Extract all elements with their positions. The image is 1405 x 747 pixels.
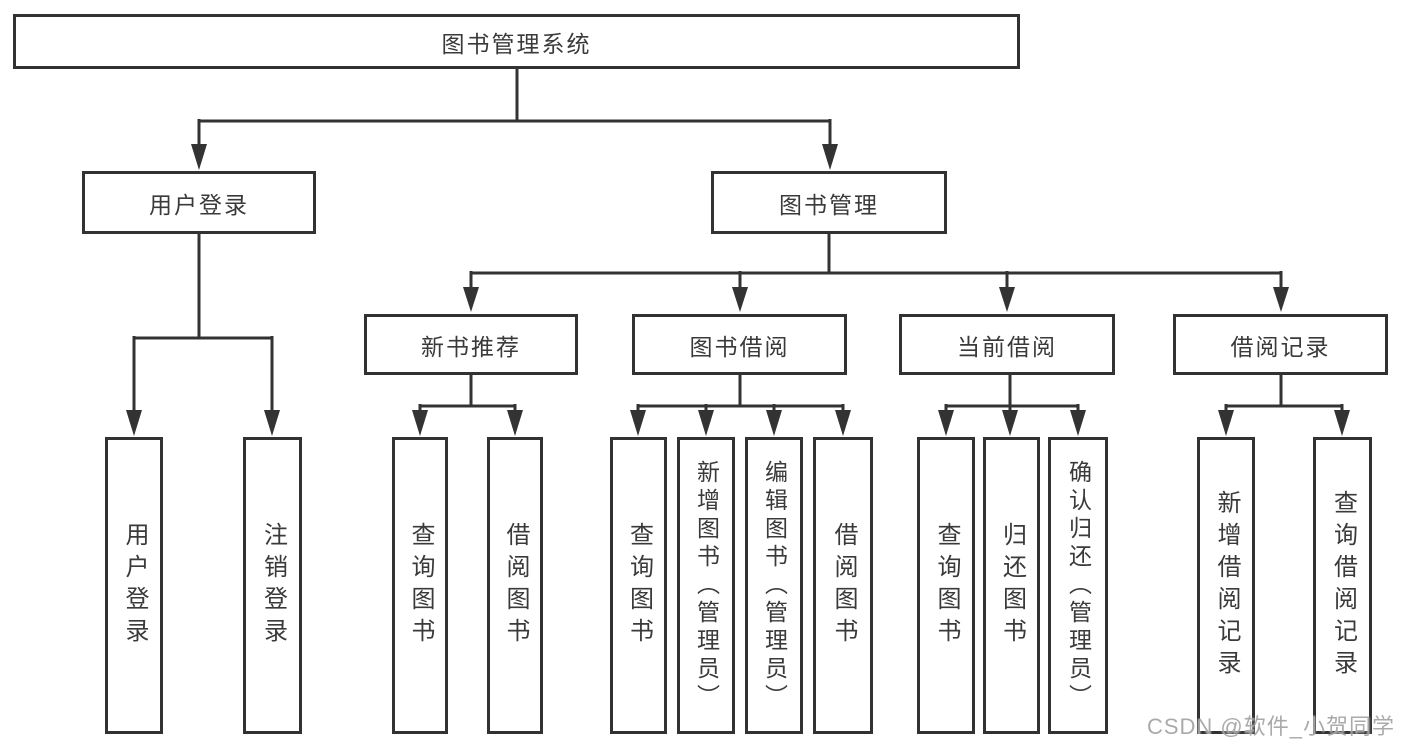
connector-currentborrow-to-leaves xyxy=(938,375,1086,436)
leaf-borrow-edit-books-admin-label: 编辑图书（管理员） xyxy=(761,459,788,712)
csdn-watermark: CSDN @软件_小贺同学 xyxy=(1146,714,1395,739)
node-borrow-records: 借阅记录 xyxy=(1173,314,1388,375)
node-new-book-recommend: 新书推荐 xyxy=(364,314,578,375)
node-book-management: 图书管理 xyxy=(711,171,947,234)
leaf-current-query-books-label: 查询图书 xyxy=(933,521,960,650)
arrow-head xyxy=(1070,410,1086,436)
arrow-head xyxy=(630,410,646,436)
leaf-current-query-books: 查询图书 xyxy=(917,437,975,734)
connector-userlogin-to-leaves xyxy=(126,234,280,436)
leaf-logout-login-label: 注销登录 xyxy=(259,521,287,650)
leaf-borrow-query-books-label: 查询图书 xyxy=(625,521,653,650)
leaf-current-confirm-return-admin: 确认归还（管理员） xyxy=(1048,437,1108,734)
connector-bookmgmt-to-level3 xyxy=(463,234,1289,312)
leaf-user-login: 用户登录 xyxy=(105,437,163,734)
connector-root-to-level2 xyxy=(191,69,838,170)
leaf-logout-login: 注销登录 xyxy=(243,437,302,734)
connector-bookborrow-to-leaves xyxy=(630,375,851,436)
leaf-newbook-borrow-books-label: 借阅图书 xyxy=(502,521,529,650)
arrow-head xyxy=(766,410,782,436)
arrow-head xyxy=(822,144,838,170)
node-user-login-label: 用户登录 xyxy=(149,191,249,218)
arrow-head xyxy=(732,287,748,312)
arrow-head xyxy=(412,410,428,436)
node-borrow-records-label: 借阅记录 xyxy=(1230,333,1331,360)
arrow-head xyxy=(698,410,714,436)
arrow-head xyxy=(126,410,142,436)
connector-borrowrecords-to-leaves xyxy=(1218,375,1350,436)
node-current-borrow: 当前借阅 xyxy=(899,314,1115,375)
arrow-head xyxy=(835,410,851,436)
node-current-borrow-label: 当前借阅 xyxy=(957,333,1057,360)
leaf-borrow-query-books: 查询图书 xyxy=(610,437,667,734)
leaf-current-confirm-return-admin-label: 确认归还（管理员） xyxy=(1065,459,1092,712)
leaf-borrow-borrow-books: 借阅图书 xyxy=(813,437,873,734)
node-root: 图书管理系统 xyxy=(13,14,1020,69)
node-user-login: 用户登录 xyxy=(82,171,316,234)
arrow-head xyxy=(938,410,954,436)
leaf-borrow-borrow-books-label: 借阅图书 xyxy=(830,521,857,650)
leaf-current-return-books-label: 归还图书 xyxy=(998,521,1026,650)
leaf-current-return-books: 归还图书 xyxy=(983,437,1040,734)
arrow-head xyxy=(463,287,479,312)
leaf-records-query-record: 查询借阅记录 xyxy=(1313,437,1372,734)
arrow-head xyxy=(1334,410,1350,436)
leaf-newbook-query-books: 查询图书 xyxy=(392,437,448,734)
leaf-records-add-record-label: 新增借阅记录 xyxy=(1213,489,1240,682)
leaf-records-query-record-label: 查询借阅记录 xyxy=(1329,489,1357,682)
leaf-borrow-add-books-admin-label: 新增图书（管理员） xyxy=(693,459,720,712)
node-new-book-recommend-label: 新书推荐 xyxy=(421,333,521,360)
arrow-head xyxy=(264,410,280,436)
leaf-user-login-label: 用户登录 xyxy=(121,521,148,650)
leaf-newbook-query-books-label: 查询图书 xyxy=(407,521,434,650)
arrow-head xyxy=(1218,410,1234,436)
node-book-management-label: 图书管理 xyxy=(779,191,879,218)
connector-newbooks-to-leaves xyxy=(412,375,523,436)
arrow-head xyxy=(1273,287,1289,312)
leaf-records-add-record: 新增借阅记录 xyxy=(1197,437,1255,734)
arrow-head xyxy=(1002,410,1018,436)
leaf-newbook-borrow-books: 借阅图书 xyxy=(487,437,543,734)
leaf-borrow-add-books-admin: 新增图书（管理员） xyxy=(677,437,735,734)
arrow-head xyxy=(507,410,523,436)
node-root-label: 图书管理系统 xyxy=(441,30,592,57)
arrow-head xyxy=(191,144,207,170)
arrow-head xyxy=(999,287,1015,312)
node-book-borrow-label: 图书借阅 xyxy=(689,333,790,360)
node-book-borrow: 图书借阅 xyxy=(632,314,847,375)
leaf-borrow-edit-books-admin: 编辑图书（管理员） xyxy=(745,437,803,734)
